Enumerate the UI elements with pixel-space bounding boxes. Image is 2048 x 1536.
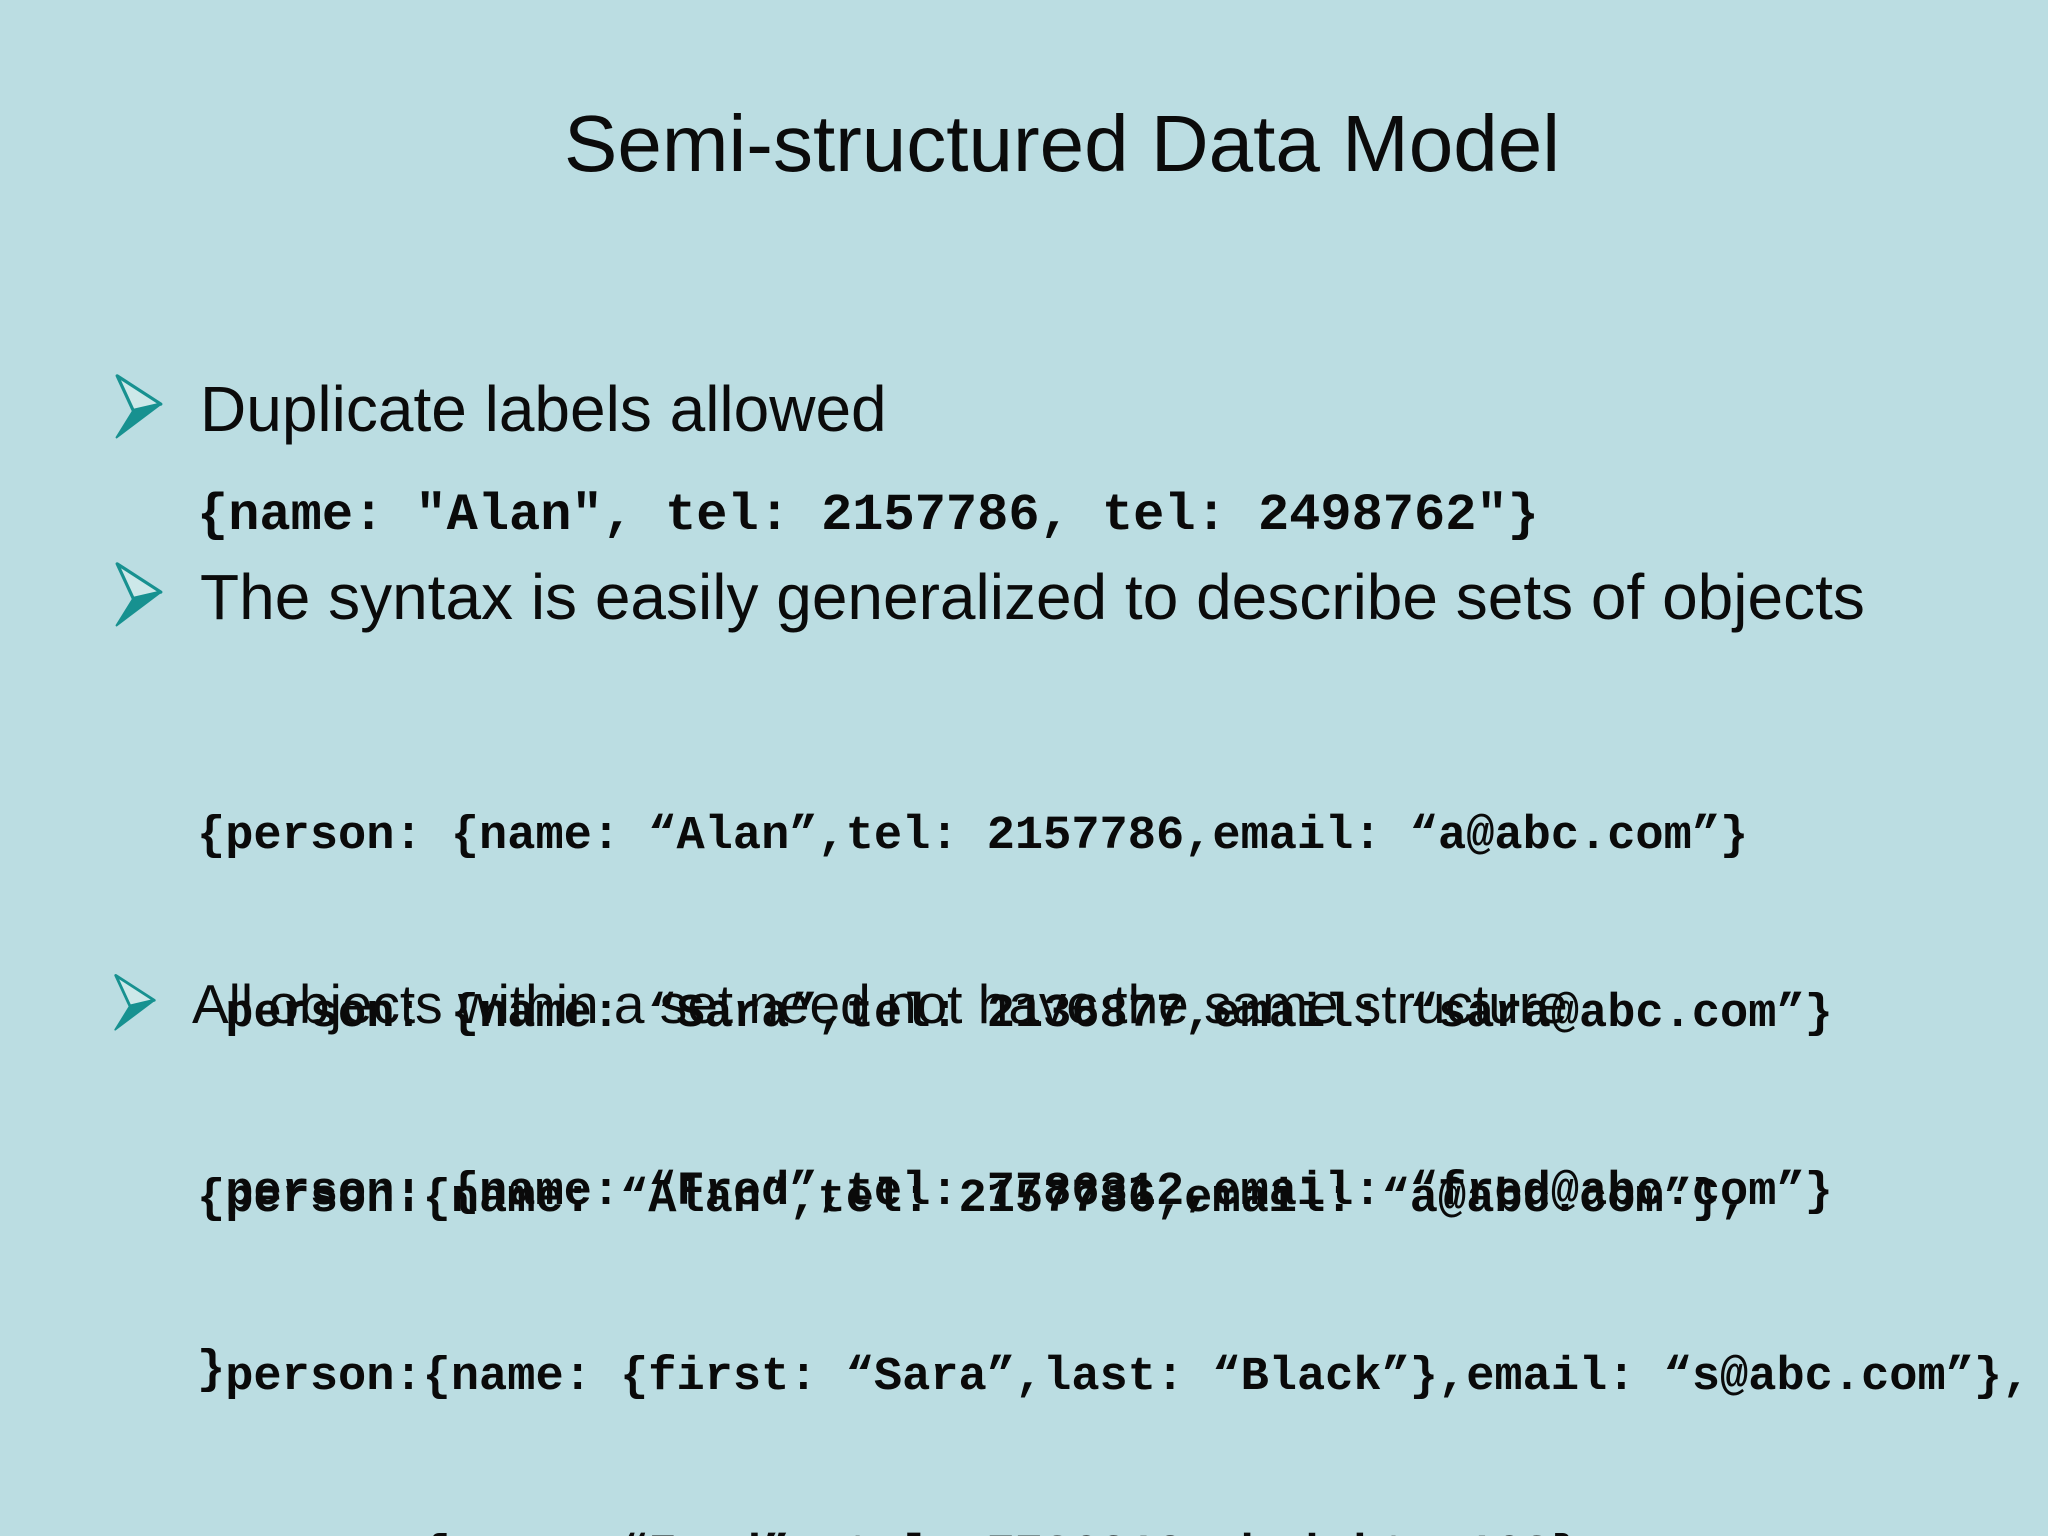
arrow-bullet-icon [104, 372, 174, 455]
code-line: person:{name: “Fred”, tel: 7786312, heig… [197, 1520, 2030, 1536]
arrow-bullet-icon [104, 972, 166, 1045]
code-line: person: {name: “Fred”,tel: 7786312,email… [197, 1166, 1833, 1219]
code-block-sets: {person: {name: “Alan”,tel: 2157786,emai… [197, 695, 1833, 1513]
code-line-duplicate: {name: "Alan", tel: 2157786, tel: 249876… [197, 486, 1539, 545]
code-block-structure: {person:{name: “Alan”,tel: 2157786,email… [197, 1058, 2030, 1536]
bullet-item-syntax-generalized: The syntax is easily generalized to desc… [104, 560, 1865, 643]
code-line: {person:{name: “Alan”,tel: 2157786,email… [197, 1173, 1749, 1226]
slide-title: Semi-structured Data Model [564, 99, 1560, 188]
bullet-label: All objects within a set need not have t… [192, 973, 1568, 1035]
bullet-item-same-structure: All objects within a set need not have t… [104, 972, 1568, 1045]
code-line: } [197, 1344, 226, 1397]
bullet-label: The syntax is easily generalized to desc… [200, 561, 1865, 633]
bullet-item-duplicate-labels: Duplicate labels allowed [104, 372, 887, 455]
bullet-label: Duplicate labels allowed [200, 373, 887, 445]
code-line: {person: {name: “Alan”,tel: 2157786,emai… [197, 810, 1749, 863]
code-line: person: {name: “Sara”,tel: 2136877,email… [197, 988, 1833, 1041]
code-line: person:{name: {first: “Sara”,last: “Blac… [197, 1351, 2031, 1404]
arrow-bullet-icon [104, 560, 174, 643]
